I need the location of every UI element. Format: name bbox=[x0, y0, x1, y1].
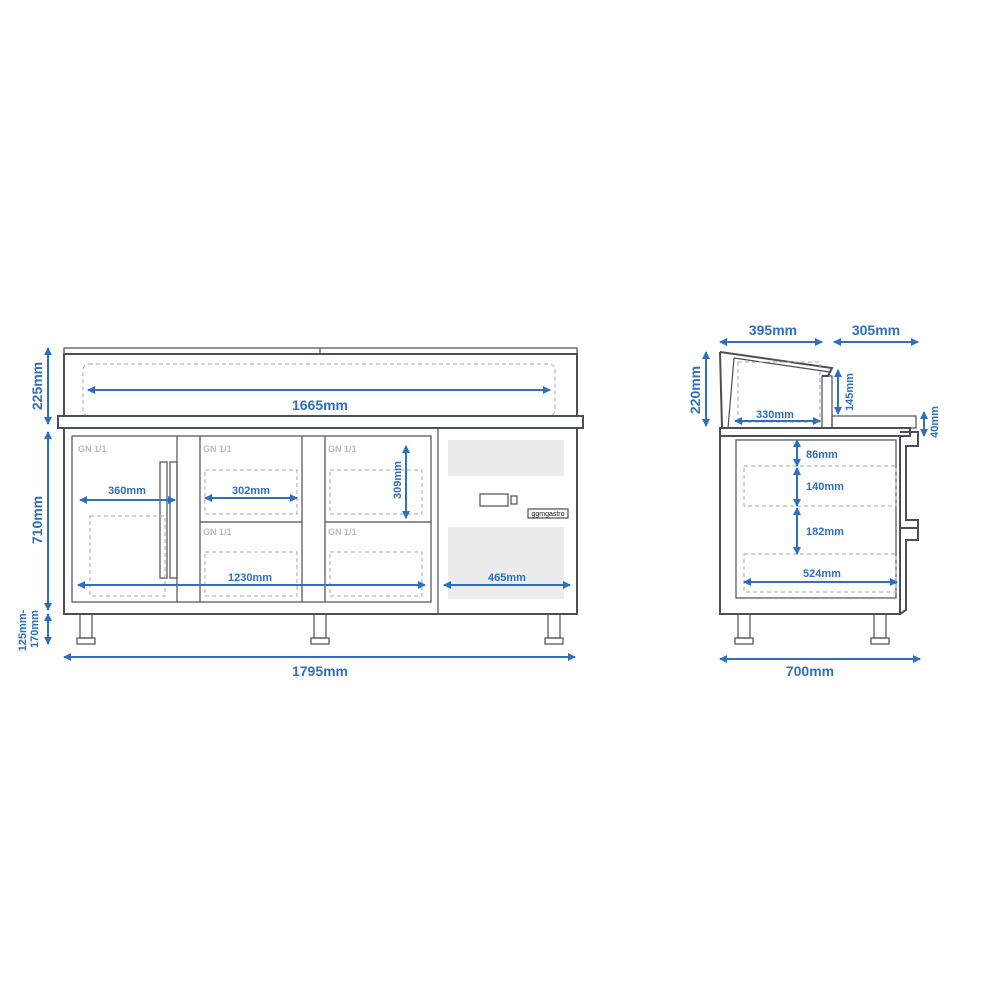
dim-label-inner-depth: 524mm bbox=[803, 568, 841, 580]
dim-label-inner-top-depth: 330mm bbox=[756, 409, 794, 421]
door-handle-right bbox=[169, 461, 178, 579]
door-profile-upper bbox=[900, 431, 919, 529]
side-level-1 bbox=[743, 465, 897, 507]
dim-label-shelf-thickness: 40mm bbox=[929, 406, 941, 438]
vent-grille-top bbox=[448, 440, 564, 476]
side-leg-1 bbox=[737, 613, 751, 639]
gn-outline-2 bbox=[204, 469, 298, 515]
dim-label-leg-height-line1: 125mm- bbox=[17, 609, 29, 651]
leg-foot-2 bbox=[310, 637, 330, 645]
side-body bbox=[719, 435, 901, 615]
side-leg-foot-1 bbox=[734, 637, 754, 645]
dim-label-door-compartment: 360mm bbox=[108, 485, 146, 497]
leg-foot-3 bbox=[544, 637, 564, 645]
lid-inner-line bbox=[733, 357, 831, 373]
dim-label-side-top-height: 220mm bbox=[687, 366, 703, 414]
lid-glass bbox=[727, 357, 735, 429]
side-leg-2 bbox=[873, 613, 887, 639]
vent-grille-bottom bbox=[448, 527, 564, 599]
gn-outline-3 bbox=[329, 469, 423, 515]
dim-label-gn-width: 302mm bbox=[232, 485, 270, 497]
dim-label-total-depth: 700mm bbox=[786, 663, 834, 679]
dim-label-top-depth: 395mm bbox=[749, 322, 797, 338]
leg-1 bbox=[79, 613, 93, 639]
side-inner bbox=[735, 439, 897, 599]
dim-label-inner-top-width: 1665mm bbox=[292, 397, 348, 413]
door-handle-left bbox=[159, 461, 168, 579]
dim-label-top-height: 225mm bbox=[29, 362, 45, 410]
door-frame bbox=[71, 435, 432, 603]
dim-label-total-width: 1795mm bbox=[292, 663, 348, 679]
power-switch bbox=[510, 495, 518, 505]
counter-top bbox=[57, 415, 584, 429]
dim-label-level1: 86mm bbox=[806, 449, 838, 461]
dim-label-lid-height: 145mm bbox=[844, 373, 856, 411]
door-profile-lower bbox=[899, 527, 919, 615]
gn-label: GN 1/1 bbox=[203, 444, 232, 454]
side-leg-foot-2 bbox=[870, 637, 890, 645]
gn-label: GN 1/1 bbox=[203, 527, 232, 537]
gn-outline-4 bbox=[204, 551, 298, 597]
side-counter-top bbox=[719, 427, 911, 437]
side-level-2 bbox=[743, 553, 897, 593]
dim-label-body-height: 710mm bbox=[29, 496, 45, 544]
leg-3 bbox=[547, 613, 561, 639]
side-view: 395mm 305mm 220mm 145mm 330mm 40mm 86mm … bbox=[687, 322, 941, 679]
lid-front-post bbox=[821, 375, 833, 429]
gn-label: GN 1/1 bbox=[78, 444, 107, 454]
dim-label-level3: 182mm bbox=[806, 526, 844, 538]
dim-label-engine-width: 465mm bbox=[488, 572, 526, 584]
lid-back-edge bbox=[719, 351, 723, 429]
gn-label: GN 1/1 bbox=[328, 527, 357, 537]
dim-label-leg-height: 125mm- 170mm bbox=[17, 607, 41, 652]
dim-label-level2: 140mm bbox=[806, 481, 844, 493]
leg-foot-1 bbox=[76, 637, 96, 645]
control-display bbox=[479, 493, 509, 507]
side-shelf bbox=[831, 415, 917, 429]
leg-2 bbox=[313, 613, 327, 639]
brand-plate bbox=[527, 508, 569, 519]
gn-outline-1 bbox=[89, 515, 166, 597]
gn-label: GN 1/1 bbox=[328, 444, 357, 454]
brand-logo-text: ggmgastro bbox=[531, 511, 564, 518]
dim-label-leg-height-line2: 170mm bbox=[29, 610, 41, 648]
dim-label-shelf-depth: 305mm bbox=[852, 322, 900, 338]
dim-label-gn-height: 309mm bbox=[392, 461, 404, 499]
front-view: GN 1/1 GN 1/1 GN 1/1 GN 1/1 GN 1/1 ggmga… bbox=[17, 347, 584, 679]
gn-outline-5 bbox=[329, 551, 423, 597]
dim-label-cabinet-width: 1230mm bbox=[228, 572, 272, 584]
